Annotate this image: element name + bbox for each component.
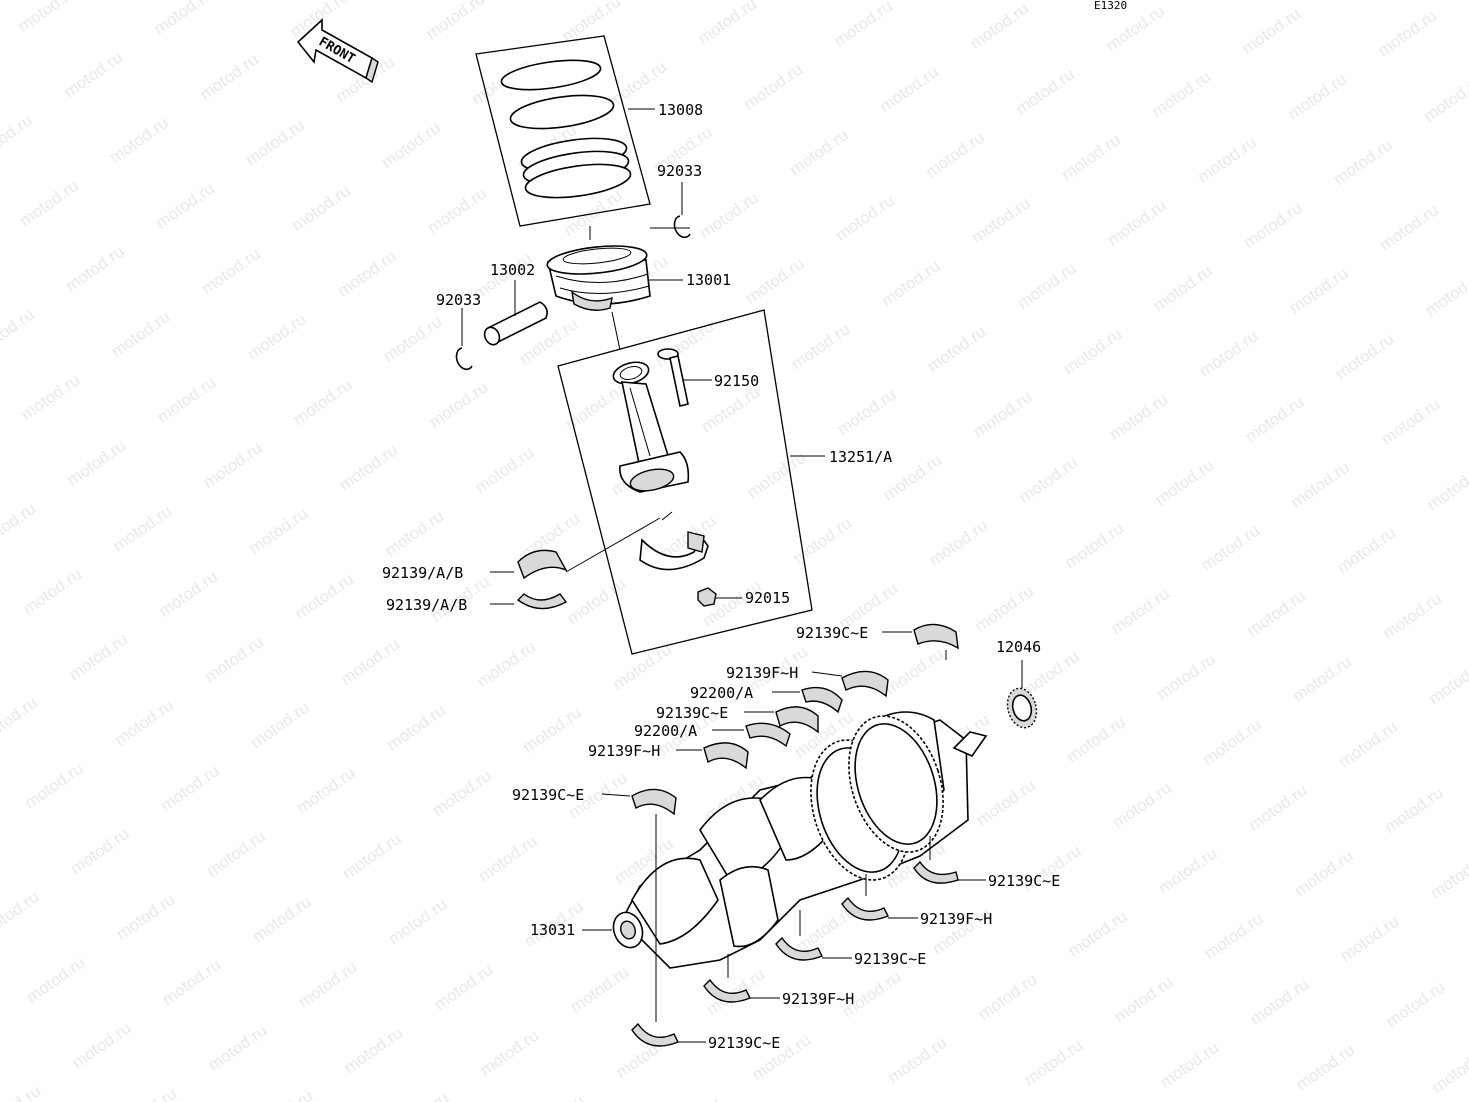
label-12046: 12046	[996, 638, 1041, 656]
label-92200a-1: 92200/A	[690, 684, 753, 702]
label-92150: 92150	[714, 372, 759, 390]
label-92139ce-5: 92139C~E	[854, 950, 926, 968]
label-13031: 13031	[530, 921, 575, 939]
main-bearing-ce-3	[631, 788, 677, 816]
label-92139-a-b-2: 92139/A/B	[386, 596, 467, 614]
label-92139ce-2: 92139C~E	[656, 704, 728, 722]
label-92033-upper: 92033	[657, 162, 702, 180]
label-92139ce-6: 92139C~E	[708, 1034, 780, 1052]
connecting-rod-box	[557, 309, 813, 655]
main-bearing-fh-3	[841, 896, 889, 921]
main-bearing-fh-1	[841, 670, 889, 698]
label-92139ce-1: 92139C~E	[796, 624, 868, 642]
main-bearing-ce-1	[913, 623, 959, 650]
label-92139ce-3: 92139C~E	[512, 786, 584, 804]
circlip-lower	[455, 347, 473, 371]
main-bearing-fh-4	[703, 978, 751, 1003]
thrust-washer-1	[801, 686, 843, 714]
label-92139ce-4: 92139C~E	[988, 872, 1060, 890]
label-13251-a: 13251/A	[829, 448, 892, 466]
piston-ring-set-box	[475, 35, 651, 227]
thrust-washer-2	[745, 722, 791, 748]
front-arrow-icon: FRONT	[296, 18, 379, 84]
piston-rings	[500, 59, 632, 199]
piston-pin	[483, 301, 548, 346]
connecting-rod	[612, 361, 690, 493]
rod-bearing-upper	[517, 549, 568, 580]
needle-bearing	[1006, 687, 1038, 729]
main-bearing-ce-2	[775, 706, 819, 734]
rod-cap	[639, 531, 709, 571]
label-92033-lower: 92033	[436, 291, 481, 309]
label-92015: 92015	[745, 589, 790, 607]
label-92200a-2: 92200/A	[634, 722, 697, 740]
circlip-upper	[673, 215, 691, 239]
label-92139fh-3: 92139F~H	[920, 910, 992, 928]
label-13001: 13001	[686, 271, 731, 289]
rod-bearing-lower	[516, 593, 568, 610]
main-bearing-ce-4	[913, 860, 959, 884]
label-92139-a-b-1: 92139/A/B	[382, 564, 463, 582]
crankshaft	[612, 711, 988, 969]
label-13008: 13008	[658, 101, 703, 119]
label-13002: 13002	[490, 261, 535, 279]
label-92139fh-2: 92139F~H	[588, 742, 660, 760]
main-bearing-fh-2	[703, 742, 749, 770]
label-92139fh-4: 92139F~H	[782, 990, 854, 1008]
connecting-rod-bolt	[657, 348, 689, 407]
main-bearing-ce-6	[631, 1022, 679, 1047]
rod-nut	[697, 587, 717, 607]
label-92139fh-1: 92139F~H	[726, 664, 798, 682]
piston	[546, 245, 651, 311]
main-bearing-ce-5	[775, 936, 823, 961]
diagram-code: E1320	[1094, 0, 1127, 12]
